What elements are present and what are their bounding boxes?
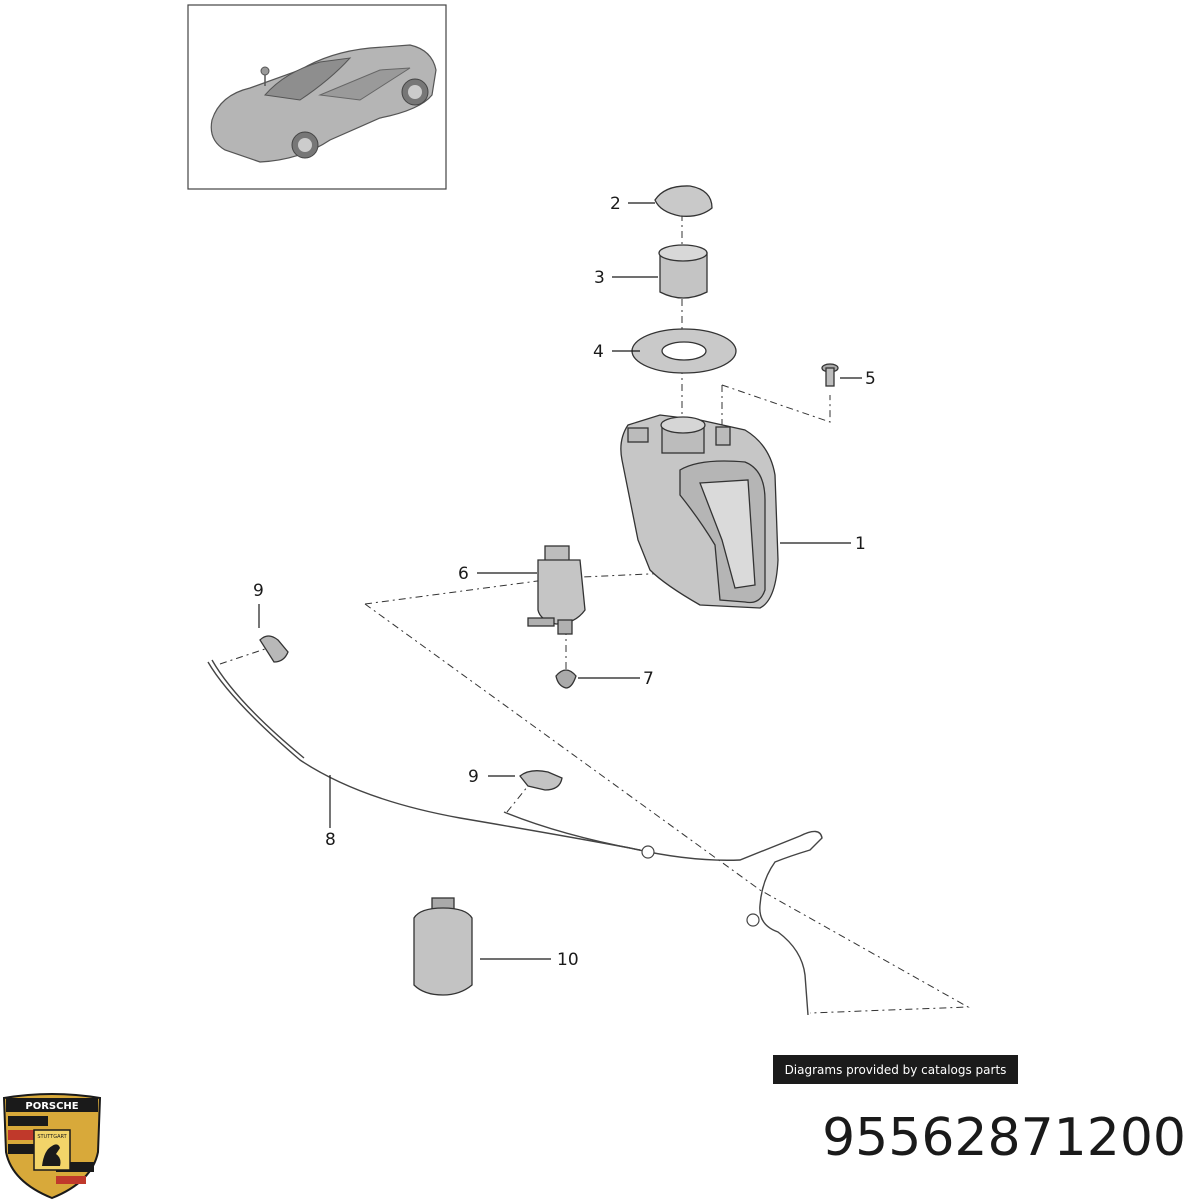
callout-numbers: 2 3 4 5 1 6 9 7 9 8 10 <box>253 194 876 970</box>
part-4-seal-ring <box>631 328 737 374</box>
callout-8: 8 <box>325 830 336 850</box>
callout-1: 1 <box>855 534 866 554</box>
part-6-pump <box>527 545 586 635</box>
porsche-crest-icon: PORSCHE STUTTGART <box>2 1093 102 1200</box>
car-thumbnail <box>187 4 447 190</box>
callout-5: 5 <box>865 369 876 389</box>
part-5-screw <box>821 363 839 387</box>
callout-9-lower: 9 <box>468 767 479 787</box>
callout-2: 2 <box>610 194 621 214</box>
callout-9-upper: 9 <box>253 581 264 601</box>
part-9-nozzle-upper <box>259 635 289 663</box>
credit-banner: Diagrams provided by catalogs parts <box>773 1055 1018 1084</box>
crest-city-text: STUTTGART <box>37 1134 67 1140</box>
part-8-hose <box>207 659 823 1016</box>
assembly-lines <box>219 214 970 1014</box>
callout-6: 6 <box>458 564 469 584</box>
part-7-grommet <box>555 669 577 689</box>
callout-7: 7 <box>643 669 654 689</box>
part-1-reservoir <box>620 414 779 609</box>
part-9-nozzle-lower <box>519 770 563 791</box>
car-icon <box>210 44 437 163</box>
crest-brand-text: PORSCHE <box>25 1101 78 1112</box>
part-3-filler-neck <box>658 244 708 299</box>
part-10-bottle <box>413 897 473 996</box>
part-2-cap <box>654 185 713 217</box>
callout-3: 3 <box>594 268 605 288</box>
callout-10: 10 <box>557 950 579 970</box>
callout-4: 4 <box>593 342 604 362</box>
part-number: 95562871200 <box>822 1108 1186 1168</box>
leader-lines <box>258 202 862 960</box>
